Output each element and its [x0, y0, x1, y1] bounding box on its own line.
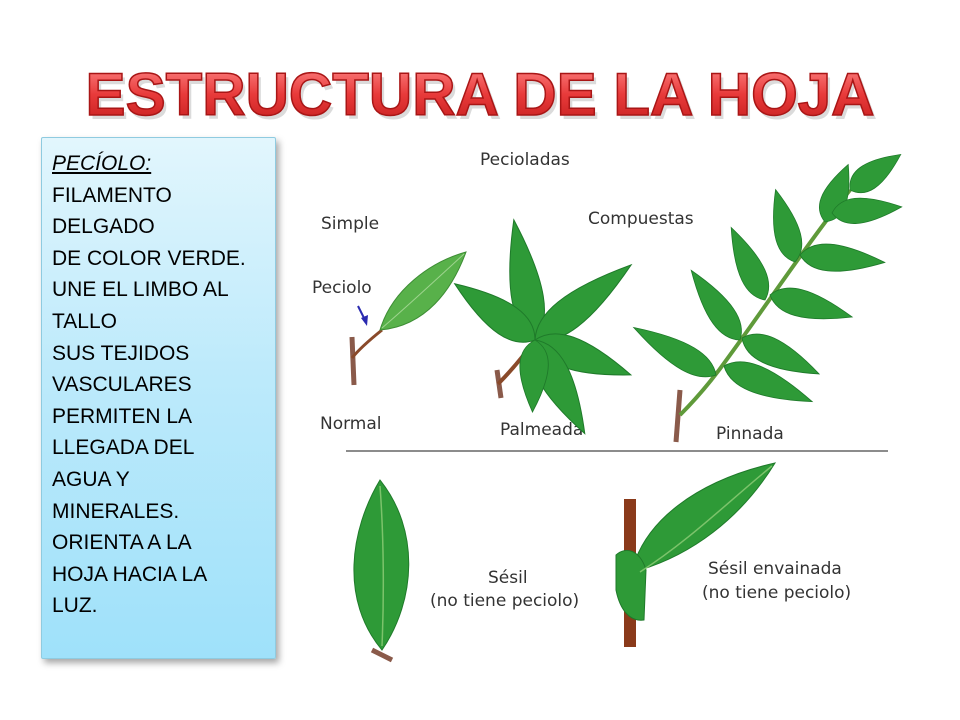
info-line: LLEGADA DEL [52, 436, 195, 460]
stem [349, 336, 357, 386]
title-text: ESTRUCTURA DE LA HOJA [86, 61, 875, 128]
simple-leaf [349, 251, 467, 386]
info-line: ORIENTA A LA [52, 531, 192, 555]
label-sesil: Sésil [488, 568, 528, 588]
stem [673, 389, 683, 443]
midrib [381, 253, 465, 329]
page-title: ESTRUCTURA DE LA HOJA ESTRUCTURA DE LA H… [0, 58, 960, 128]
leaflet [766, 281, 856, 331]
sheathed-leaf [615, 462, 777, 647]
midrib [379, 485, 385, 647]
info-line: AGUA Y [52, 467, 130, 491]
leaflet [626, 316, 723, 387]
info-line: DE COLOR VERDE. [52, 246, 246, 270]
title-shadow: ESTRUCTURA DE LA HOJA [89, 65, 878, 128]
leaf-types-figure: Pecioladas Simple Compuestas Peciolo Nor… [312, 143, 909, 663]
label-compuestas: Compuestas [588, 209, 694, 229]
label-sesil-note: (no tiene peciolo) [430, 591, 579, 611]
pinnate-leaf [626, 143, 909, 443]
info-line: HOJA HACIA LA [52, 562, 208, 586]
palmate-leaf [445, 216, 642, 442]
info-line: VASCULARES [52, 373, 192, 397]
info-line: MINERALES. [52, 499, 180, 523]
label-peciolo: Peciolo [312, 278, 372, 298]
label-pinnada: Pinnada [716, 424, 784, 444]
petiole [350, 328, 383, 359]
info-line: UNE EL LIMBO AL [52, 278, 229, 302]
label-palmeada: Palmeada [500, 420, 583, 440]
leaflet [798, 241, 887, 277]
arrow-head-icon [361, 315, 368, 326]
title-graphic: ESTRUCTURA DE LA HOJA ESTRUCTURA DE LA H… [85, 60, 878, 128]
leaf-blade [353, 479, 410, 651]
leaf-blade [629, 462, 777, 582]
leaflet [517, 339, 550, 413]
info-line: TALLO [52, 309, 117, 333]
info-line: DELGADO [52, 215, 155, 239]
petiole-info-box: PECÍOLO: FILAMENTO DELGADO DE COLOR VERD… [41, 137, 276, 659]
leaf-sheath [615, 550, 647, 621]
info-line: LUZ. [52, 594, 98, 618]
midrib [639, 465, 773, 573]
label-normal: Normal [320, 414, 382, 434]
label-simple: Simple [321, 214, 379, 234]
rachis [678, 188, 852, 417]
leaflet [719, 221, 777, 306]
info-line: PERMITEN LA [52, 404, 193, 428]
label-sesil-envainada: Sésil envainada [708, 559, 842, 579]
info-heading: PECÍOLO: [52, 152, 152, 175]
label-pecioladas: Pecioladas [480, 150, 570, 170]
info-line: SUS TEJIDOS [52, 341, 190, 365]
info-line: FILAMENTO [52, 183, 172, 207]
sessile-leaf [353, 479, 410, 663]
label-sesil-envainada-note: (no tiene peciolo) [702, 583, 851, 603]
stem [370, 647, 394, 663]
leaflet [842, 143, 909, 201]
